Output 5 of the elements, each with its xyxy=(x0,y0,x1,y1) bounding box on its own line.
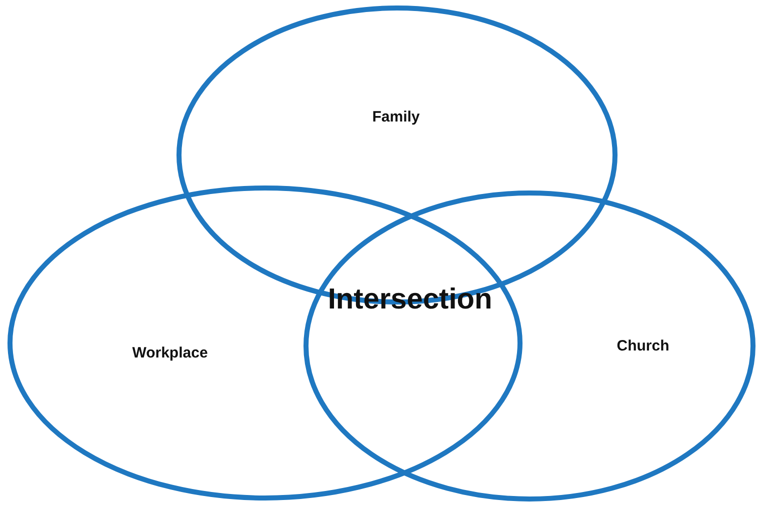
venn-ellipse xyxy=(303,190,756,502)
set-label: Church xyxy=(616,338,670,354)
venn-ellipse xyxy=(7,185,523,501)
set-label: Family xyxy=(372,108,420,126)
set-label: Workplace xyxy=(132,344,208,362)
